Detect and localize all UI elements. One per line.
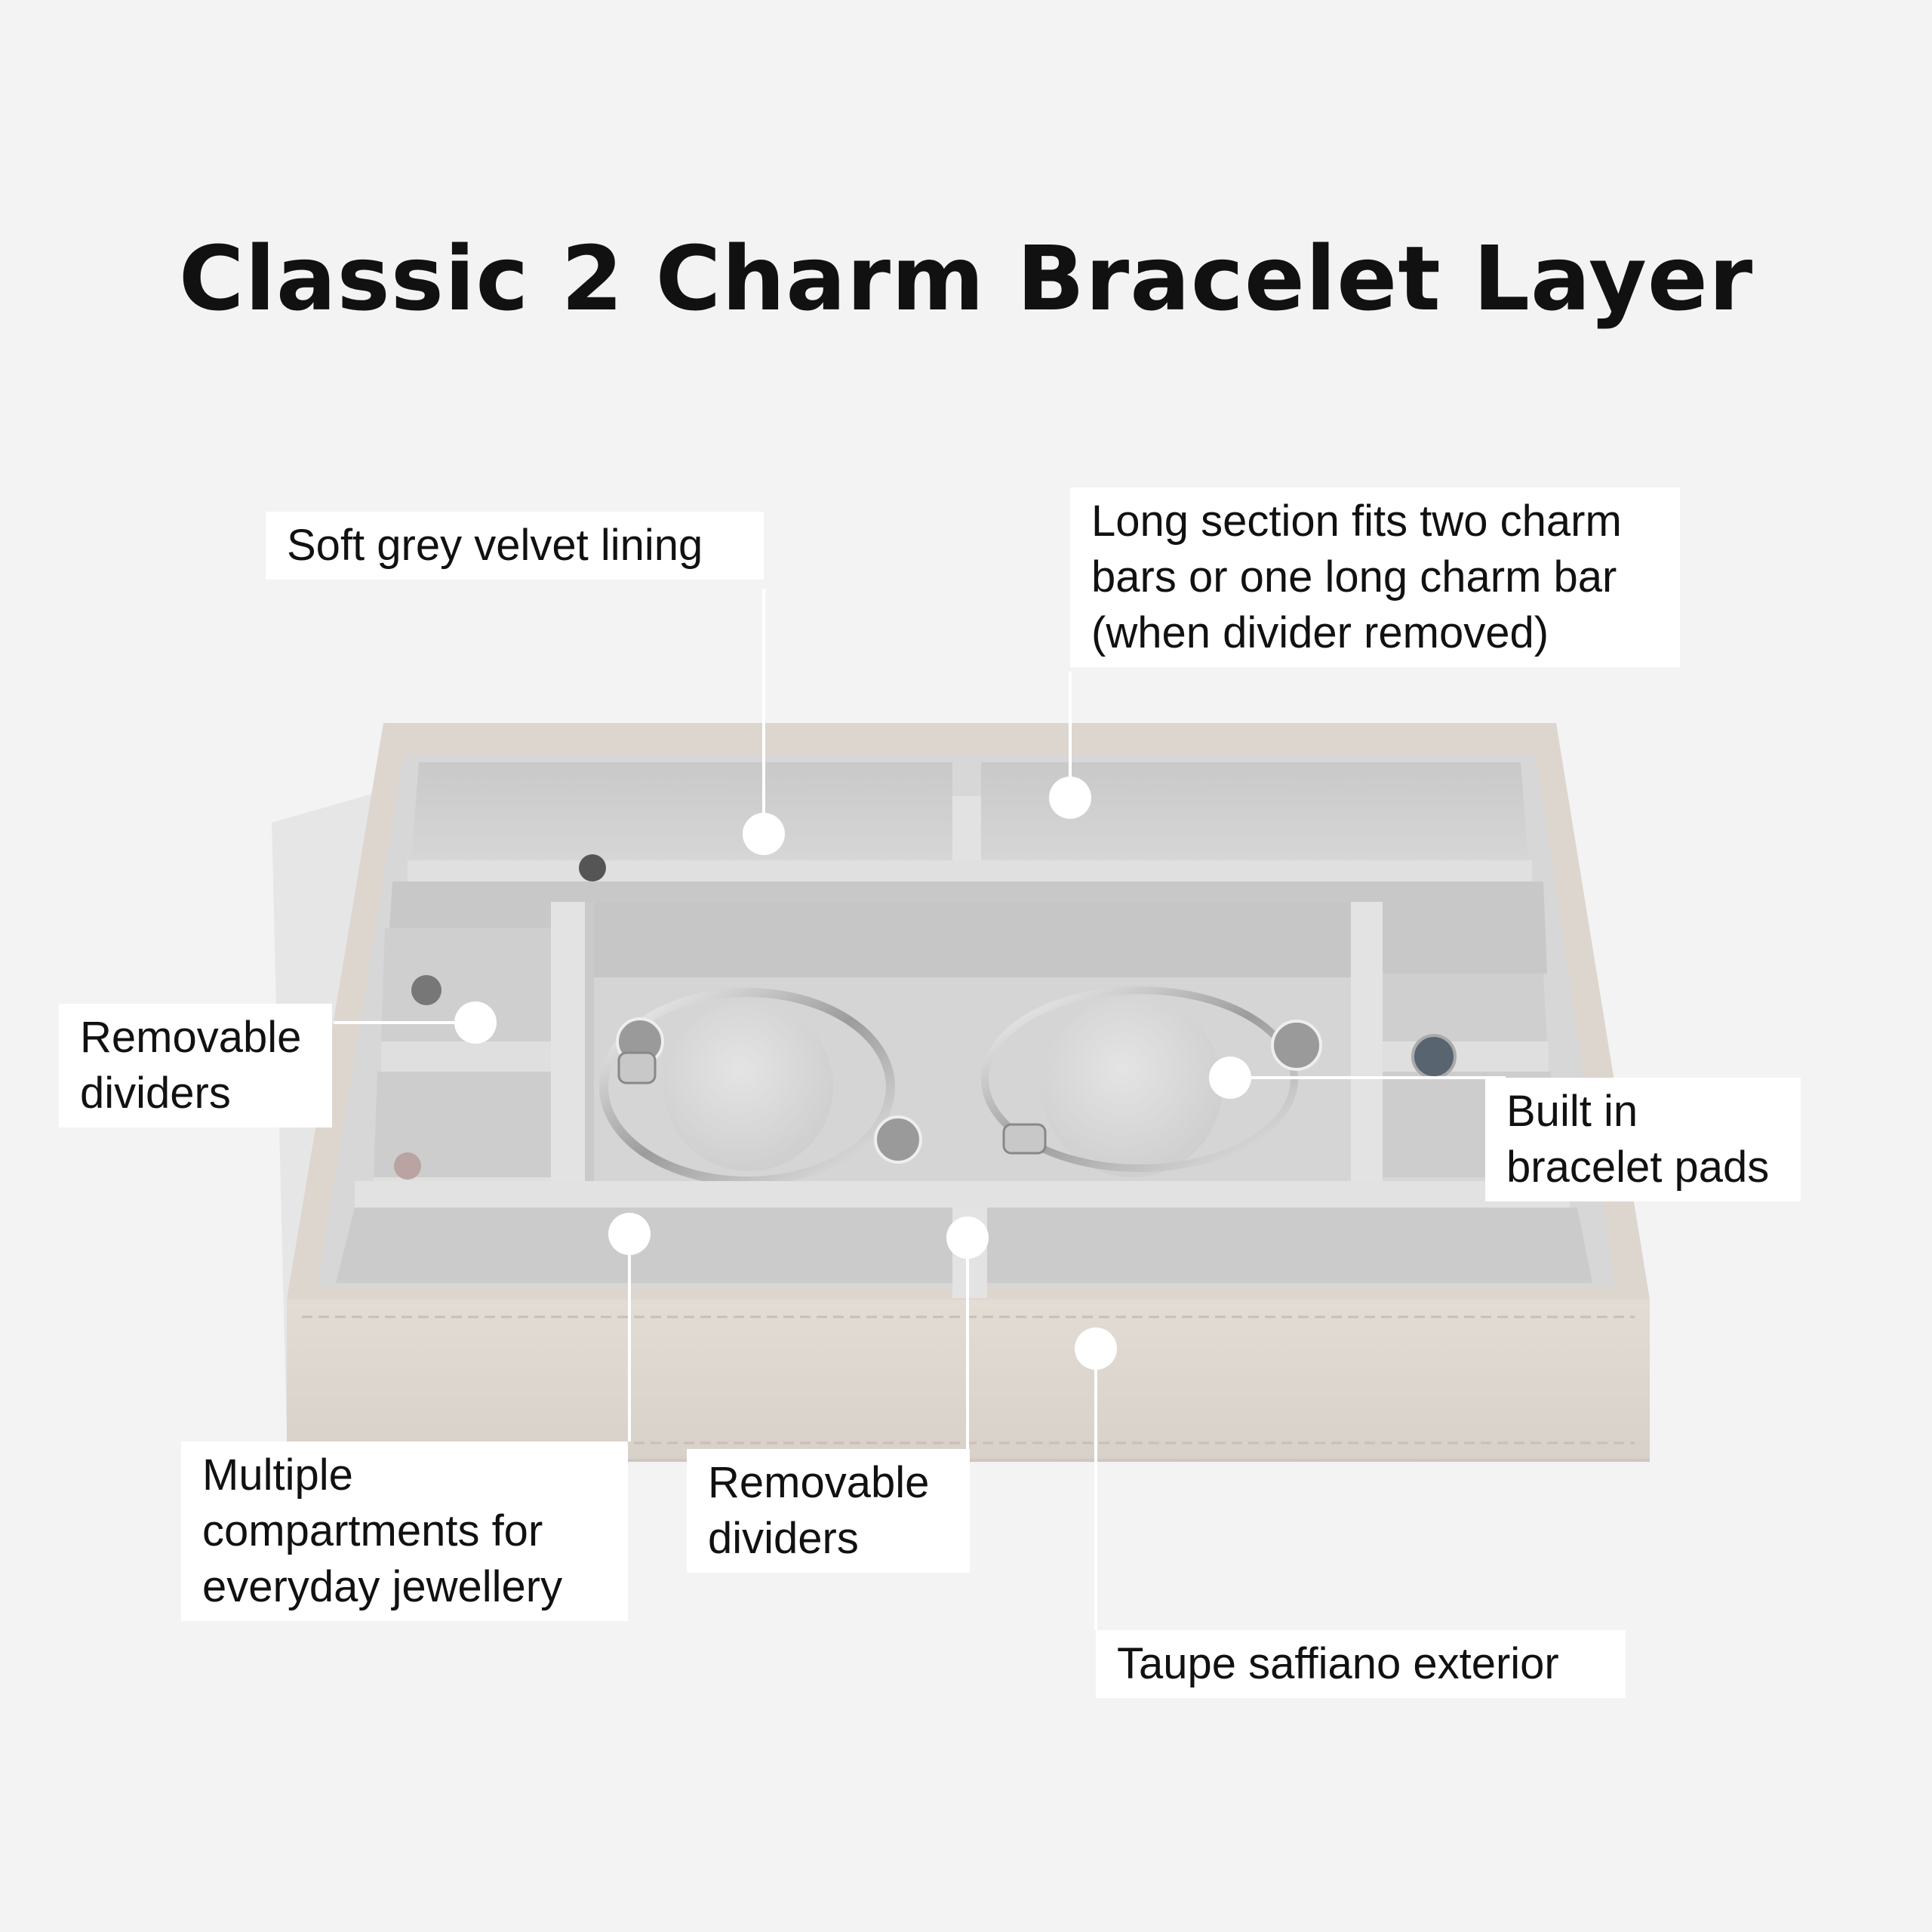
callout-dot (743, 813, 785, 855)
right-divider (1351, 902, 1383, 1181)
callout-dot (608, 1213, 651, 1255)
callout-multiple-compartments: Multiple compartments for everyday jewel… (181, 1441, 628, 1621)
clasp (617, 1051, 657, 1084)
right-compartment-1 (1383, 974, 1547, 1041)
charm-bead (1411, 1034, 1457, 1079)
clasp (1002, 1123, 1047, 1155)
top-right-compartment (981, 762, 1528, 860)
callout-dot (946, 1217, 989, 1259)
callout-dot (1075, 1327, 1117, 1370)
callout-dot (1209, 1057, 1251, 1099)
callout-long-section: Long section fits two charm bars or one … (1070, 488, 1680, 667)
callout-dot (1049, 777, 1091, 819)
left-divider (551, 902, 585, 1181)
top-rail (408, 860, 1532, 881)
bracelet-pad-right (1041, 996, 1223, 1177)
front-rail (355, 1181, 1570, 1208)
bracelet-pad-left (664, 1002, 833, 1171)
page-title: Classic 2 Charm Bracelet Layer (178, 226, 1754, 331)
callout-bracelet-pads: Built in bracelet pads (1485, 1078, 1801, 1201)
front-right-compartment (987, 1208, 1592, 1283)
left-compartment-2 (374, 1072, 551, 1177)
callout-removable-dividers-bottom: Removable dividers (687, 1449, 970, 1573)
callout-dots (454, 777, 1251, 1370)
callout-velvet-lining: Soft grey velvet lining (266, 512, 764, 580)
callout-removable-dividers-left: Removable dividers (59, 1004, 332, 1128)
top-left-compartment (411, 762, 952, 860)
charm-bead (411, 975, 441, 1005)
callout-taupe-exterior: Taupe saffiano exterior (1096, 1630, 1626, 1698)
charm-bead (874, 1115, 922, 1164)
charm-bead (1271, 1020, 1322, 1071)
callout-dot (454, 1001, 497, 1044)
charm-bead (579, 854, 606, 881)
left-compartment-1 (381, 928, 551, 1041)
charm-bead (394, 1152, 421, 1180)
callout-lines (334, 589, 1506, 1630)
